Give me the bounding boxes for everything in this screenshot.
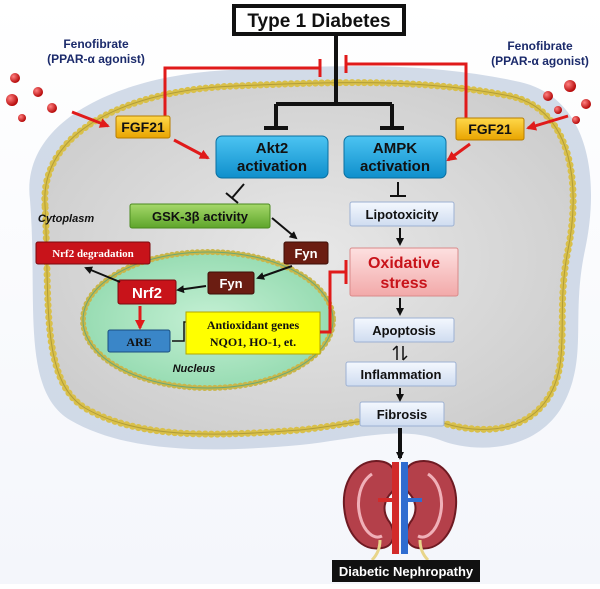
outcome-label: Diabetic Nephropathy	[339, 564, 474, 579]
arrow-gsk3b-fyn	[271, 217, 298, 240]
cell-membrane-line	[44, 82, 574, 435]
akt2-box	[215, 135, 329, 179]
fgf21-right-label: FGF21	[468, 121, 512, 137]
gsk3b-label: GSK-3β activity	[152, 209, 249, 224]
fgf21-right-box	[455, 117, 525, 141]
title-box-inner	[236, 8, 402, 32]
lipotoxicity-label: Lipotoxicity	[366, 207, 440, 222]
drug-left-line2: (PPAR-α agonist)	[47, 52, 145, 66]
drug-right-line2: (PPAR-α agonist)	[491, 54, 589, 68]
drug-right-line1: Fenofibrate	[507, 39, 573, 53]
antioxidant-line2: NQO1, HO-1, et.	[210, 335, 296, 349]
oxidative-stress-box	[349, 247, 459, 297]
kidneys-illustration	[342, 460, 458, 562]
fgf21-left-label: FGF21	[121, 119, 165, 135]
nrf2-label: Nrf2	[132, 285, 162, 302]
nrf2-degradation-box	[35, 241, 151, 265]
ampk-line1: AMPK	[373, 140, 417, 157]
arrow-drug-fgf21-right	[526, 114, 569, 131]
apoptosis-label: Apoptosis	[372, 323, 436, 338]
fenofibrate-dots-right	[543, 80, 591, 124]
akt2-inhibit-gsk3b	[225, 183, 245, 204]
arrow-drug-fgf21-left	[71, 110, 110, 128]
gsk3b-box	[129, 203, 271, 229]
nrf2-degradation-label: Nrf2 degradation	[52, 248, 134, 260]
arrow-fgf21-akt2	[173, 138, 210, 160]
fibrosis-label: Fibrosis	[377, 407, 428, 422]
antioxidant-inhibit-oxidative	[320, 260, 348, 334]
arrow-fyn-translocation	[256, 265, 293, 280]
ampk-inhibit-lipotoxicity	[390, 182, 406, 197]
arrow-nrf2-degradation	[84, 266, 121, 283]
antioxidant-line1: Antioxidant genes	[207, 318, 300, 332]
reversible-arrow	[392, 345, 408, 361]
akt2-line2: activation	[237, 158, 307, 175]
cytoplasm-label: Cytoplasm	[38, 213, 94, 225]
are-box	[107, 329, 171, 353]
inflammation-label: Inflammation	[361, 367, 442, 382]
title: Type 1 Diabetes	[247, 11, 390, 32]
lipotoxicity-box	[349, 201, 455, 227]
fgf21-left-box	[115, 115, 171, 139]
nucleus-envelope	[82, 251, 334, 389]
antioxidant-box	[185, 311, 321, 355]
apoptosis-box	[353, 317, 455, 343]
inflammation-box	[345, 361, 457, 387]
diabetes-inhibition-lines	[264, 36, 404, 130]
oxidative-line1: Oxidative	[368, 255, 440, 272]
fyn-cyto-label: Fyn	[294, 246, 317, 261]
drug-left-line1: Fenofibrate	[63, 37, 129, 51]
fenofibrate-dots-left	[6, 73, 57, 122]
ampk-line2: activation	[360, 158, 430, 175]
fyn-nucleus-box	[207, 271, 255, 295]
fibrosis-box	[359, 401, 445, 427]
ampk-box	[343, 135, 447, 179]
oxidative-line2: stress	[380, 275, 427, 292]
fyn-nucleus-label: Fyn	[219, 276, 242, 291]
arrow-fgf21-ampk	[446, 142, 471, 162]
fyn-cyto-box	[283, 241, 329, 265]
nrf2-box	[117, 279, 177, 305]
are-label: ARE	[126, 335, 151, 349]
akt2-line1: Akt2	[256, 140, 289, 157]
fgf21-inhibit-lines	[163, 55, 468, 118]
nucleus-label: Nucleus	[173, 363, 216, 375]
arrow-fyn-nrf2	[176, 285, 207, 294]
outcome-box	[332, 560, 480, 582]
